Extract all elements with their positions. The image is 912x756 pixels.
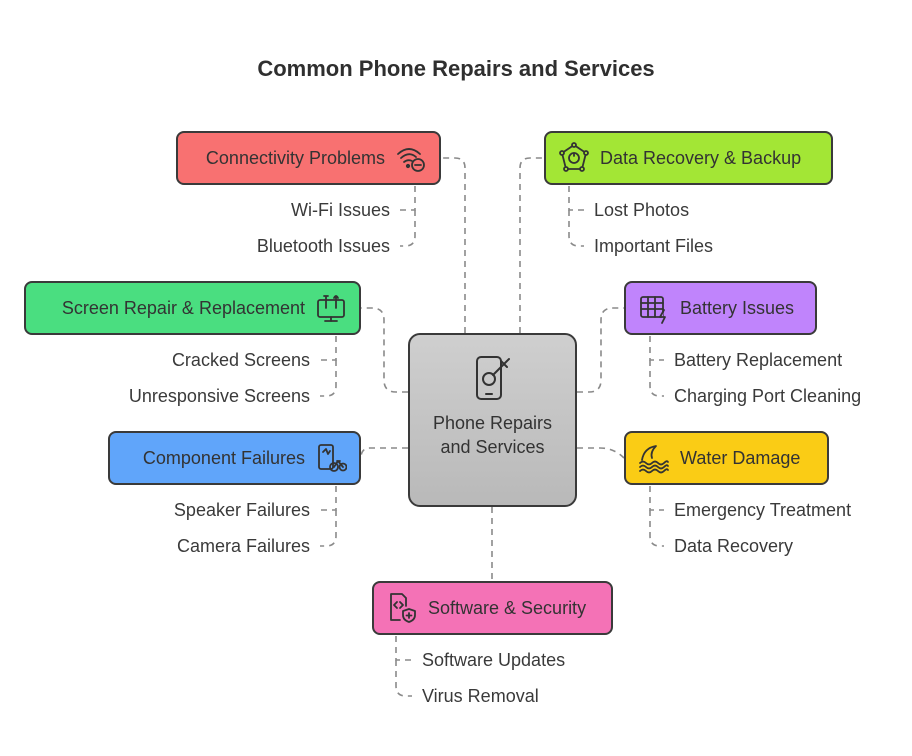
item-cracked-screens: Cracked Screens [171, 350, 310, 370]
screen-tools-icon [315, 292, 347, 324]
item-charging-port-cleaning: Charging Port Cleaning [674, 386, 862, 406]
item-important-files: Important Files [594, 236, 714, 256]
category-water-damage[interactable]: Water Damage [624, 431, 829, 485]
category-label: Water Damage [680, 447, 801, 468]
item-battery-replacement: Battery Replacement [674, 350, 843, 370]
item-wifi-issues: Wi-Fi Issues [291, 200, 390, 220]
category-label: Screen Repair & Replacement [61, 297, 305, 318]
category-label: Component Failures [142, 447, 305, 468]
diagram-title: Common Phone Repairs and Services [257, 56, 655, 81]
phone-repair-icon [471, 355, 515, 403]
item-data-recovery: Data Recovery [674, 536, 794, 556]
item-software-updates: Software Updates [422, 650, 566, 670]
item-camera-failures: Camera Failures [176, 536, 310, 556]
item-emergency-treatment: Emergency Treatment [674, 500, 852, 520]
item-speaker-failures: Speaker Failures [173, 500, 310, 520]
battery-icon [638, 292, 670, 324]
software-security-icon [386, 592, 418, 624]
item-lost-photos: Lost Photos [594, 200, 690, 220]
item-virus-removal: Virus Removal [422, 686, 539, 706]
wifi-icon [395, 142, 427, 174]
category-data-recovery-backup[interactable]: Data Recovery & Backup [544, 131, 833, 185]
category-label: Battery Issues [680, 297, 795, 318]
water-icon [638, 442, 670, 474]
center-node: Phone Repairs and Services [408, 333, 577, 507]
item-bluetooth-issues: Bluetooth Issues [256, 236, 390, 256]
center-label: Phone Repairs and Services [432, 413, 553, 457]
category-connectivity-problems[interactable]: Connectivity Problems [176, 131, 441, 185]
category-label: Connectivity Problems [205, 147, 385, 168]
category-label: Software & Security [428, 597, 587, 618]
category-battery-issues[interactable]: Battery Issues [624, 281, 817, 335]
category-software-security[interactable]: Software & Security [372, 581, 613, 635]
category-label: Data Recovery & Backup [600, 147, 802, 168]
category-component-failures[interactable]: Component Failures [108, 431, 361, 485]
item-unresponsive-screens: Unresponsive Screens [128, 386, 310, 406]
component-icon [315, 442, 347, 474]
data-recovery-icon [558, 142, 590, 174]
category-screen-repair[interactable]: Screen Repair & Replacement [24, 281, 361, 335]
